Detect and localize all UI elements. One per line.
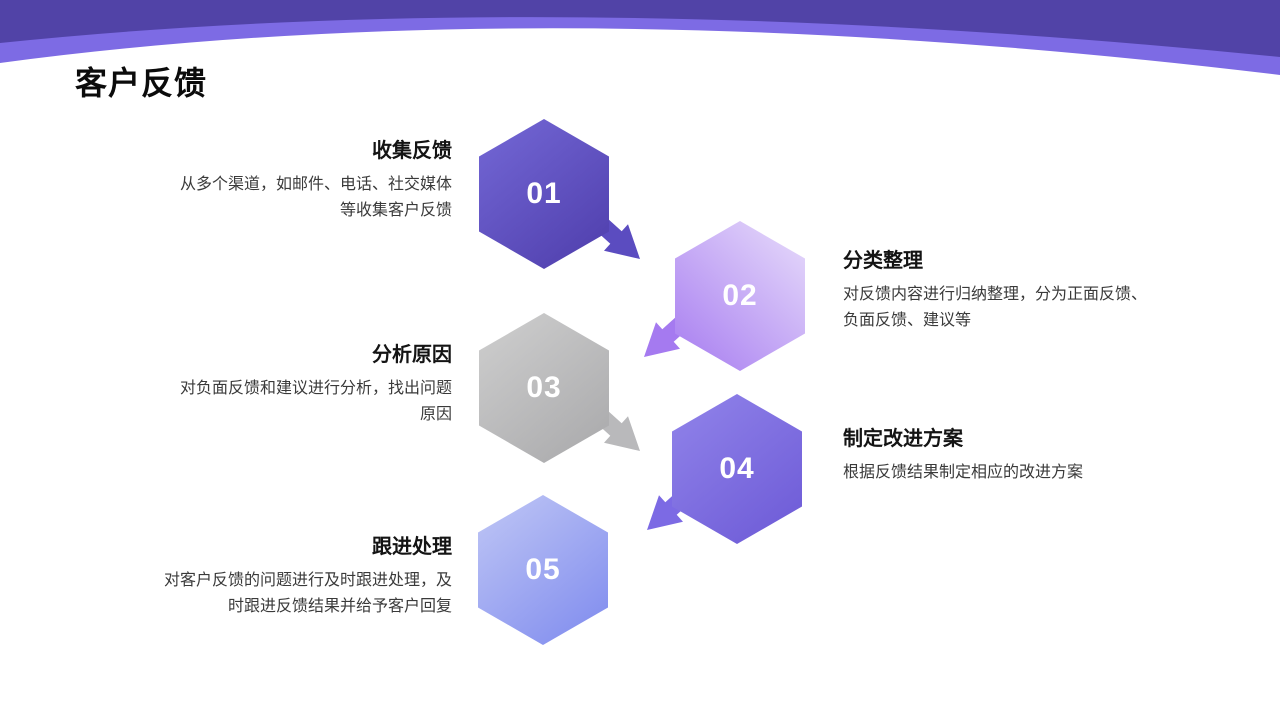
step-4-number: 04 bbox=[719, 452, 755, 485]
header-banner bbox=[0, 0, 1280, 75]
page-title: 客户反馈 bbox=[75, 65, 208, 101]
step-4-text: 制定改进方案 根据反馈结果制定相应的改进方案 bbox=[843, 422, 1153, 486]
step-5-number: 05 bbox=[525, 553, 561, 586]
step-4-hexagon: 04 bbox=[672, 394, 802, 544]
step-4-description: 根据反馈结果制定相应的改进方案 bbox=[843, 464, 1084, 481]
step-5-text: 跟进处理 对客户反馈的问题进行及时跟进处理，及时跟进反馈结果并给予客户回复 bbox=[160, 530, 452, 620]
step-1-title: 收集反馈 bbox=[372, 140, 452, 162]
step-2-title: 分类整理 bbox=[843, 250, 923, 272]
step-5-title: 跟进处理 bbox=[372, 536, 452, 558]
step-1-text: 收集反馈 从多个渠道，如邮件、电话、社交媒体等收集客户反馈 bbox=[168, 134, 452, 224]
step-5-description: 对客户反馈的问题进行及时跟进处理，及时跟进反馈结果并给予客户回复 bbox=[163, 572, 452, 615]
step-3-description: 对负面反馈和建议进行分析，找出问题原因 bbox=[179, 380, 452, 423]
step-1-description: 从多个渠道，如邮件、电话、社交媒体等收集客户反馈 bbox=[179, 176, 452, 219]
step-2-number: 02 bbox=[722, 279, 758, 312]
step-2-hexagon: 02 bbox=[675, 221, 805, 371]
step-3-number: 03 bbox=[526, 371, 562, 404]
step-2-description: 对反馈内容进行归纳整理，分为正面反馈、负面反馈、建议等 bbox=[843, 286, 1148, 329]
step-4-title: 制定改进方案 bbox=[843, 428, 963, 450]
step-2-text: 分类整理 对反馈内容进行归纳整理，分为正面反馈、负面反馈、建议等 bbox=[843, 244, 1153, 334]
step-5-hexagon: 05 bbox=[478, 495, 608, 645]
step-3-text: 分析原因 对负面反馈和建议进行分析，找出问题原因 bbox=[168, 338, 452, 428]
step-1-number: 01 bbox=[526, 177, 562, 210]
banner-dark-curve bbox=[0, 0, 1280, 57]
step-3-title: 分析原因 bbox=[372, 344, 452, 366]
